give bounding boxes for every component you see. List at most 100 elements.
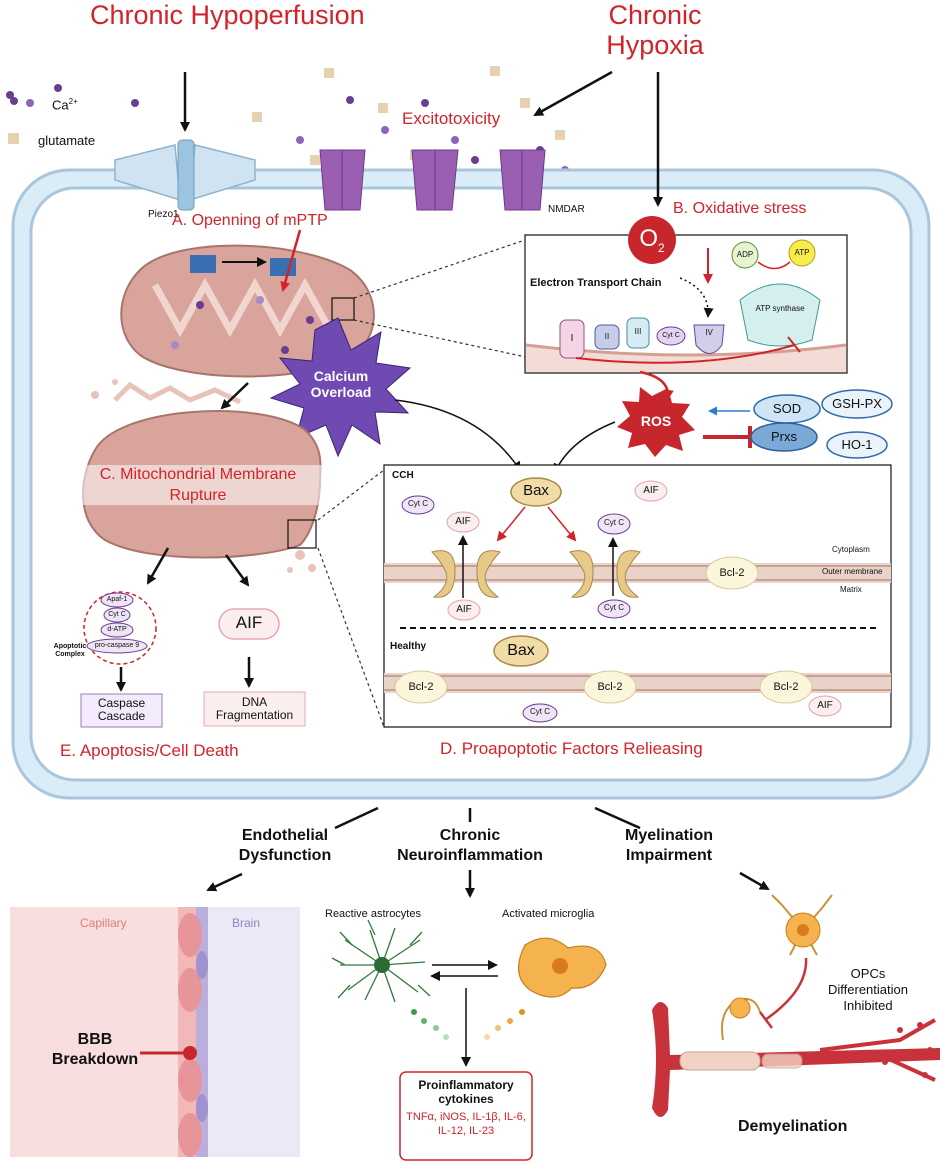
cytc-matrix: Cyt C bbox=[604, 603, 624, 612]
opc-cell bbox=[771, 894, 833, 956]
brain-label: Brain bbox=[232, 916, 261, 930]
matrix-label: Matrix bbox=[840, 585, 862, 594]
section-e-title: E. Apoptosis/Cell Death bbox=[60, 741, 239, 760]
complex-ii-label: II bbox=[604, 332, 610, 341]
microglia-nucleus bbox=[552, 958, 568, 974]
bax-healthy-label: Bax bbox=[507, 642, 535, 659]
neuroinflammation-title: Chronic Neuroinflammation bbox=[397, 827, 543, 864]
myelination-line bbox=[594, 806, 641, 830]
ros-label: ROS bbox=[640, 413, 672, 429]
datp-label: d-ATP bbox=[107, 626, 127, 633]
mptp-pores bbox=[190, 229, 302, 292]
astrocyte bbox=[331, 919, 431, 1003]
bcl2-healthy-1: Bcl-2 bbox=[408, 681, 434, 693]
myelination-arrow bbox=[739, 871, 770, 891]
bbb-illustration bbox=[10, 907, 300, 1157]
glutamate-legend-label: glutamate bbox=[38, 133, 96, 148]
cytokines-list: TNFα, iNOS, IL-1β, IL-6, IL-12, IL-23 bbox=[406, 1111, 526, 1137]
nmdar-label: NMDAR bbox=[548, 204, 585, 215]
cytc-released: Cyt C bbox=[604, 518, 624, 527]
cytoplasm-label: Cytoplasm bbox=[832, 545, 870, 554]
o2-label: O2 bbox=[639, 225, 665, 255]
caspase-box bbox=[80, 693, 163, 728]
bcl2-panel bbox=[383, 464, 892, 728]
cytokines-box bbox=[399, 1071, 533, 1161]
prxs-label: Prxs bbox=[771, 429, 797, 444]
rupture-aif-arrow bbox=[224, 554, 250, 587]
ruptured-mitochondrion bbox=[60, 379, 330, 573]
bbb-breakdown-label: BBB Breakdown bbox=[51, 1031, 139, 1068]
adp-label: ADP bbox=[736, 250, 754, 259]
cch-label: CCH bbox=[392, 470, 414, 481]
mitochondrion bbox=[120, 244, 375, 378]
calcium-overload-label: Calcium Overload bbox=[310, 368, 372, 400]
outer-membrane-label: Outer membrane bbox=[822, 567, 883, 576]
opc-inhibit-bar bbox=[759, 1011, 773, 1029]
etc-title: Electron Transport Chain bbox=[530, 277, 662, 289]
opc-inhibit-line bbox=[764, 957, 808, 1022]
nmdar-channels bbox=[319, 149, 546, 211]
aif-released: AIF bbox=[455, 516, 471, 527]
healthy-label: Healthy bbox=[390, 641, 427, 652]
hypoxia-excito-arrow bbox=[533, 70, 613, 117]
microglia-label: Activated microglia bbox=[502, 908, 595, 920]
cytokine-dots bbox=[411, 1009, 525, 1040]
excitotoxicity-label: Excitotoxicity bbox=[402, 109, 501, 128]
o2-bubble bbox=[628, 216, 676, 264]
bcl2-cch-label: Bcl-2 bbox=[719, 567, 745, 579]
cytokines-title: Proinflammatory cytokines bbox=[418, 1078, 514, 1106]
legend-ca-dot bbox=[10, 97, 18, 105]
aif-healthy: AIF bbox=[817, 700, 833, 711]
section-c-title: C. Mitochondrial Membrane Rupture bbox=[99, 466, 297, 504]
title-hypoxia: Chronic Hypoxia bbox=[606, 0, 704, 60]
aif-matrix: AIF bbox=[456, 604, 472, 615]
aif-main-label: AIF bbox=[235, 613, 263, 632]
ca-legend-label: Ca2+ bbox=[52, 97, 78, 113]
complex-i-label: I bbox=[570, 333, 574, 344]
endothelial-line bbox=[334, 806, 379, 830]
caspase-cascade-label: Caspase Cascade bbox=[97, 696, 146, 723]
ros-burst bbox=[617, 387, 695, 457]
gshpx-label: GSH-PX bbox=[832, 396, 882, 411]
bbb-pointer-dot bbox=[183, 1046, 197, 1060]
sod-label: SOD bbox=[772, 401, 802, 416]
bcl2-healthy-2: Bcl-2 bbox=[597, 681, 623, 693]
zoom-line bbox=[353, 239, 526, 299]
zoom-line bbox=[317, 469, 385, 521]
section-b-title: B. Oxidative stress bbox=[673, 200, 807, 217]
bax-cch-label: Bax bbox=[523, 482, 549, 499]
apoptotic-complex-label: Apoptotic Complex bbox=[53, 643, 87, 658]
complex-iv-label: IV bbox=[705, 328, 713, 337]
apaf1-label: Apaf-1 bbox=[106, 596, 128, 603]
mito-rupture-arrow bbox=[220, 382, 249, 410]
apoptotic-complex bbox=[83, 591, 157, 665]
title-hypoperfusion: Chronic Hypoperfusion bbox=[90, 0, 365, 30]
dna-fragmentation-label: DNA Fragmentation bbox=[215, 695, 294, 722]
dna-box bbox=[203, 691, 306, 727]
demyelination-illustration bbox=[652, 997, 940, 1118]
capillary-label: Capillary bbox=[80, 916, 127, 930]
opcs-label: OPCs Differentiation Inhibited bbox=[828, 966, 908, 1013]
calcium-bax-arrow bbox=[394, 399, 522, 472]
etc-cytc-label: Cyt C bbox=[662, 332, 680, 339]
aif-pill bbox=[218, 608, 280, 640]
complex-cytc-label: Cyt C bbox=[108, 611, 126, 618]
complex-iii-label: III bbox=[634, 327, 642, 336]
cytc-healthy: Cyt C bbox=[530, 707, 550, 716]
atp-label: ATP bbox=[794, 248, 810, 257]
calcium-overload-burst bbox=[269, 317, 412, 458]
endothelial-title: Endothelial Dysfunction bbox=[238, 827, 332, 864]
procaspase9-label: pro-caspase 9 bbox=[94, 642, 140, 649]
endothelial-arrow bbox=[206, 872, 243, 892]
atp-synthase-label: ATP synthase bbox=[755, 304, 805, 313]
aif-free: AIF bbox=[643, 485, 659, 496]
astrocyte-body bbox=[374, 957, 390, 973]
rupture-apoptosis-arrow bbox=[146, 547, 170, 585]
cytc-free-1: Cyt C bbox=[408, 499, 428, 508]
myelination-title: Myelination Impairment bbox=[624, 827, 713, 864]
astrocytes-label: Reactive astrocytes bbox=[325, 908, 421, 920]
demyelination-label: Demyelination bbox=[738, 1118, 848, 1135]
bcl2-healthy-3: Bcl-2 bbox=[773, 681, 799, 693]
piezo1-channel bbox=[114, 139, 256, 211]
